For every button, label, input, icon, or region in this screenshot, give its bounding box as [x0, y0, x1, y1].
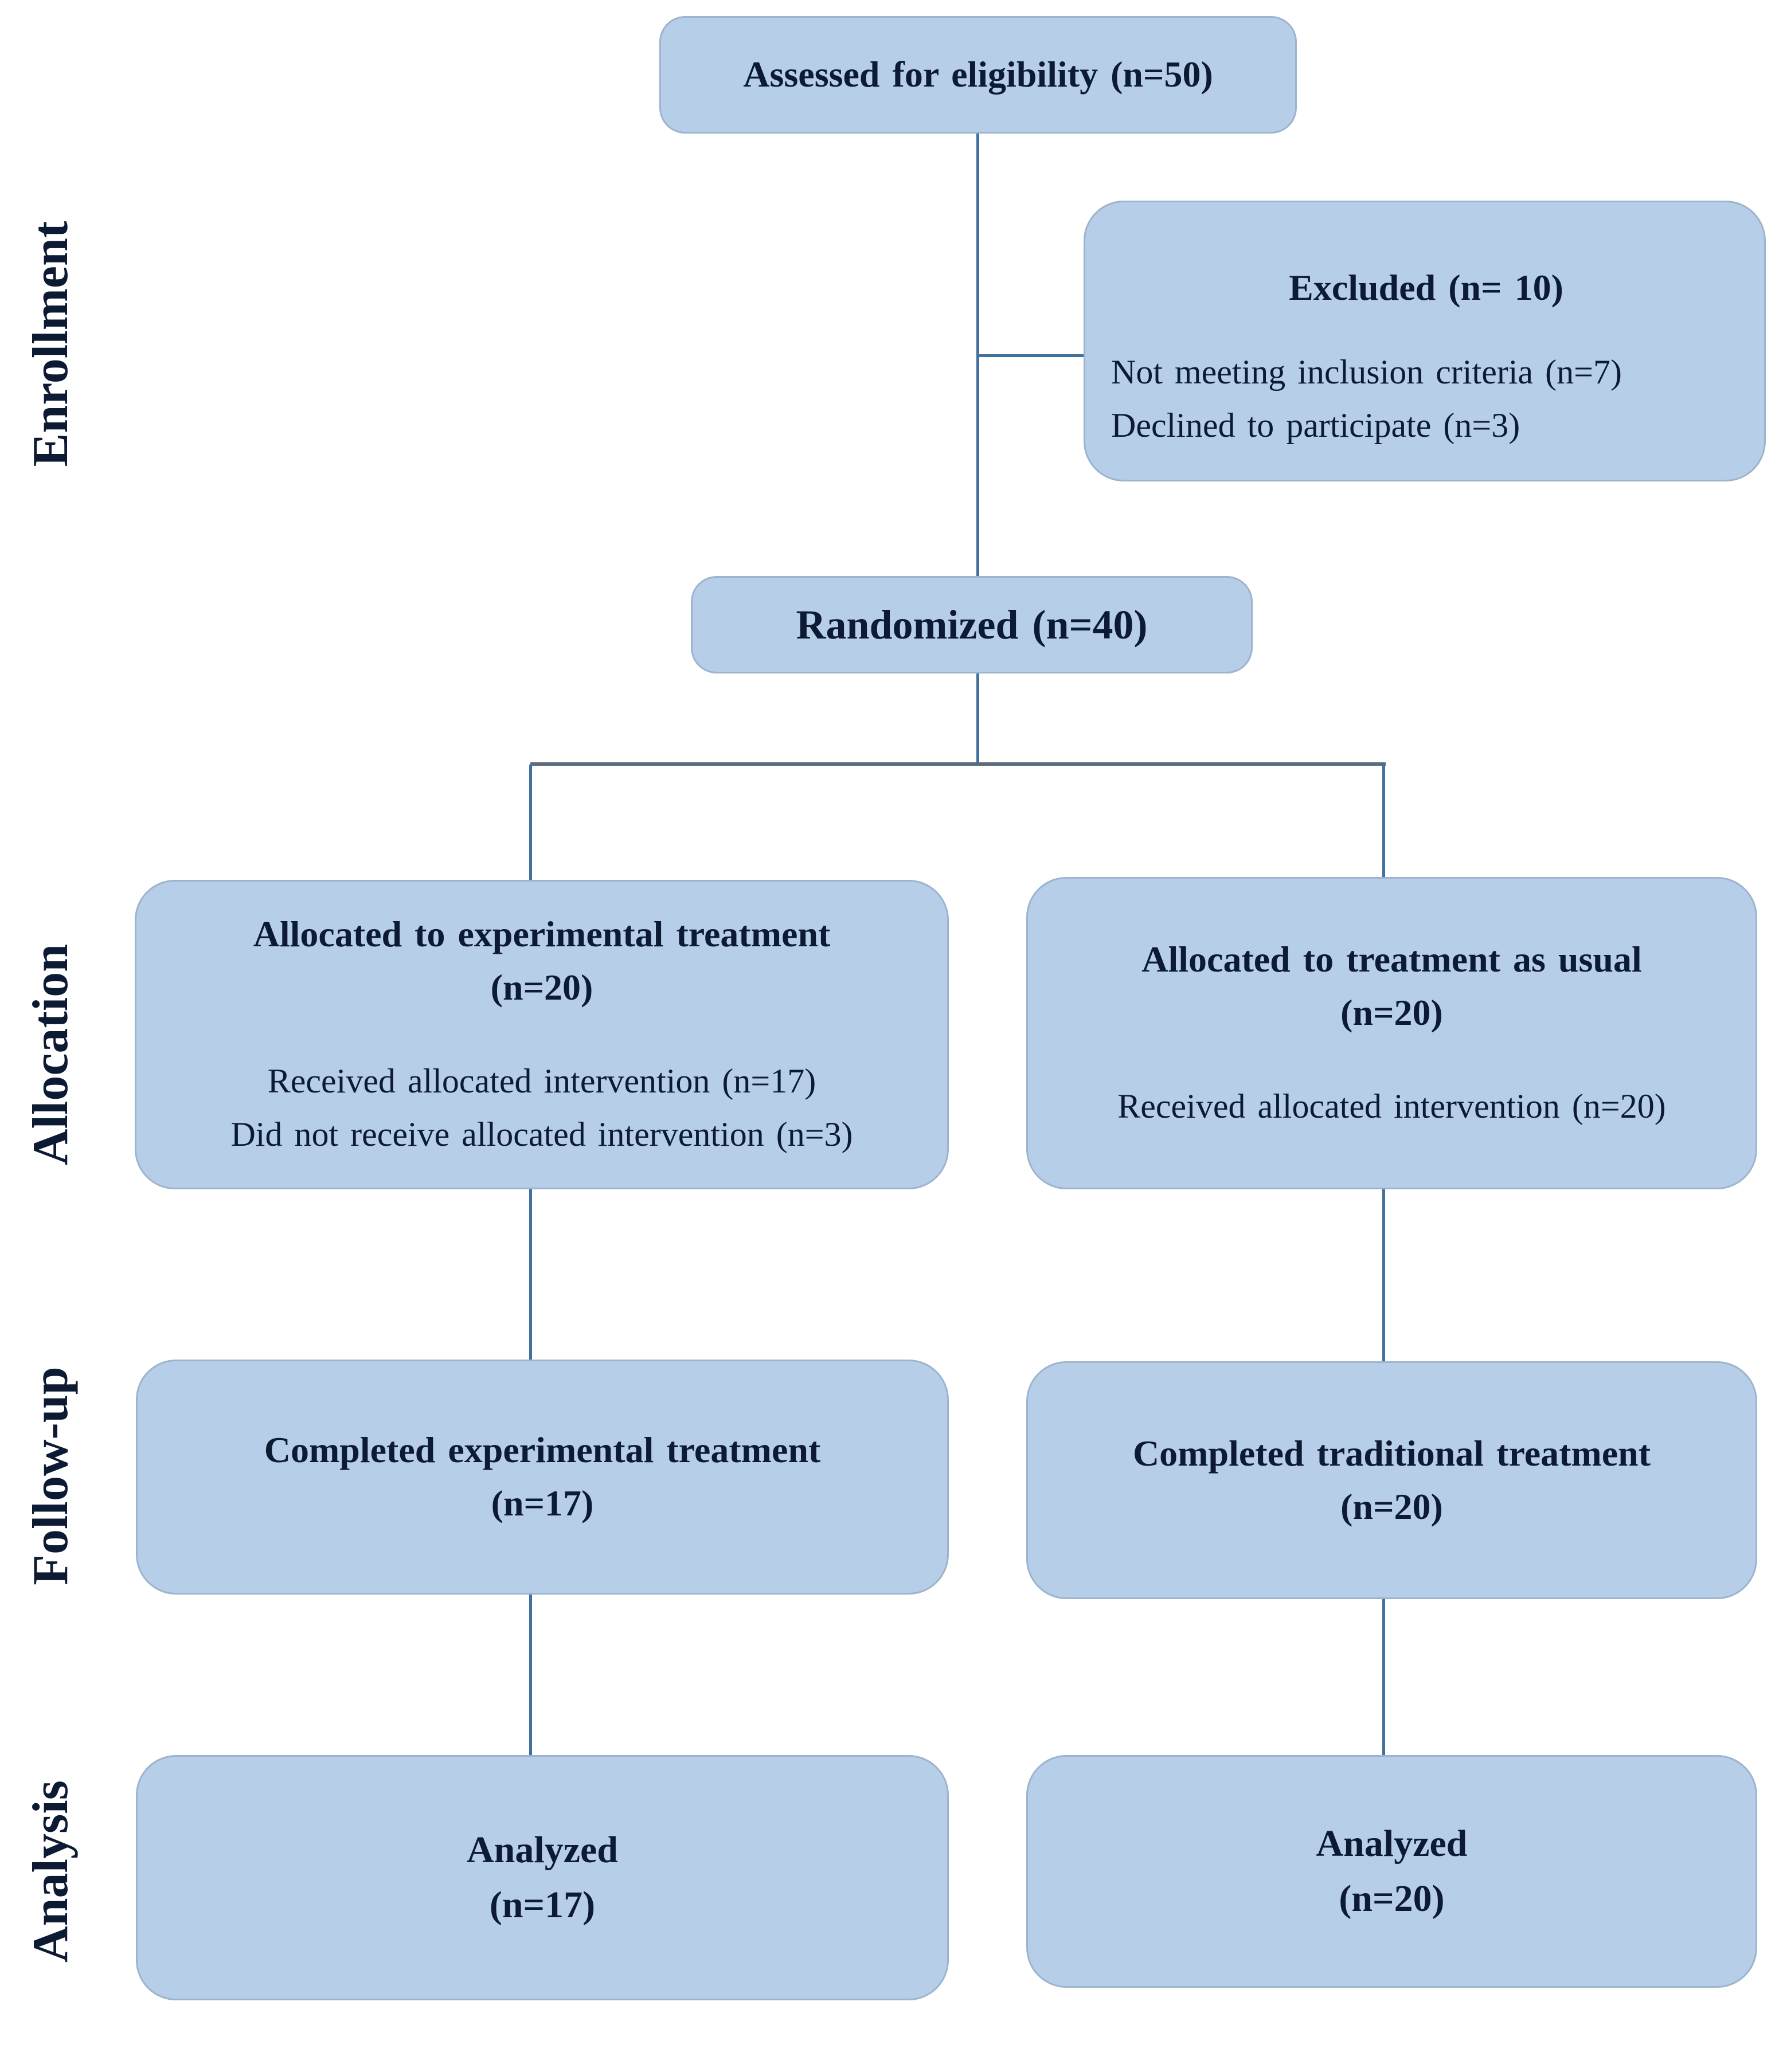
followup-right-n: (n=20): [1340, 1486, 1443, 1527]
box-allocation-treatment-as-usual: Allocated to treatment as usual (n=20) R…: [1026, 877, 1757, 1189]
allocation-right-details: Received allocated intervention (n=20): [1117, 1080, 1665, 1133]
allocation-right-detail: Received allocated intervention (n=20): [1117, 1087, 1666, 1125]
consort-flow-diagram: Enrollment Allocation Follow-up Analysis…: [22, 16, 1766, 2000]
connector-allocation-to-followup-right: [1382, 1189, 1385, 1361]
connector-followup-to-analysis-right: [1382, 1599, 1385, 1755]
excluded-item: Declined to participate (n=3): [1111, 406, 1520, 445]
allocation-left-detail: Received allocated intervention (n=17): [267, 1062, 816, 1100]
excluded-item: Not meeting inclusion criteria (n=7): [1111, 353, 1622, 391]
connector-followup-to-analysis-left: [529, 1595, 532, 1755]
analysis-left-title: Analyzed: [467, 1829, 618, 1871]
stage-label-analysis: Analysis: [22, 1780, 79, 1963]
connector-divider-to-allocation-right: [1382, 765, 1385, 880]
analysis-left-n: (n=17): [489, 1884, 596, 1926]
followup-right-title: Completed traditional treatment: [1132, 1432, 1651, 1474]
box-randomized: Randomized (n=40): [691, 576, 1253, 673]
allocation-right-n: (n=20): [1340, 992, 1443, 1033]
box-completed-experimental: Completed experimental treatment (n=17): [136, 1360, 949, 1595]
box-analyzed-experimental: Analyzed (n=17): [136, 1755, 949, 2000]
connector-divider-to-allocation-left: [529, 765, 532, 880]
allocation-left-heading: Allocated to experimental treatment (n=2…: [253, 908, 831, 1015]
box-assessed-for-eligibility: Assessed for eligibility (n=50): [659, 16, 1297, 134]
allocation-left-n: (n=20): [490, 967, 593, 1008]
allocation-right-title: Allocated to treatment as usual: [1141, 939, 1642, 980]
excluded-title: Excluded (n= 10): [1289, 267, 1563, 308]
allocation-right-heading: Allocated to treatment as usual (n=20): [1141, 933, 1642, 1040]
allocation-left-detail: Did not receive allocated intervention (…: [230, 1115, 853, 1153]
connector-branch-to-excluded: [977, 354, 1084, 357]
analysis-right-n: (n=20): [1339, 1878, 1445, 1920]
followup-left-n: (n=17): [491, 1483, 594, 1523]
excluded-details: Not meeting inclusion criteria (n=7) Dec…: [1111, 346, 1622, 452]
connector-allocation-divider: [530, 762, 1386, 766]
connector-allocation-to-followup-left: [529, 1189, 532, 1360]
box-analyzed-traditional: Analyzed (n=20): [1026, 1755, 1757, 1988]
box-completed-traditional: Completed traditional treatment (n=20): [1026, 1361, 1757, 1599]
connector-randomized-to-divider: [976, 673, 979, 765]
box-excluded: Excluded (n= 10) Not meeting inclusion c…: [1084, 201, 1766, 481]
followup-left-title: Completed experimental treatment: [264, 1429, 821, 1471]
allocation-left-details: Received allocated intervention (n=17) D…: [230, 1055, 853, 1161]
randomized-title: Randomized (n=40): [796, 601, 1148, 648]
analysis-right-title: Analyzed: [1316, 1823, 1468, 1865]
stage-label-follow-up: Follow-up: [22, 1366, 79, 1585]
box-allocation-experimental: Allocated to experimental treatment (n=2…: [135, 880, 949, 1189]
stage-label-enrollment: Enrollment: [22, 221, 79, 467]
assessed-title: Assessed for eligibility (n=50): [743, 54, 1213, 95]
stage-label-allocation: Allocation: [22, 943, 79, 1166]
allocation-left-title: Allocated to experimental treatment: [253, 914, 831, 955]
